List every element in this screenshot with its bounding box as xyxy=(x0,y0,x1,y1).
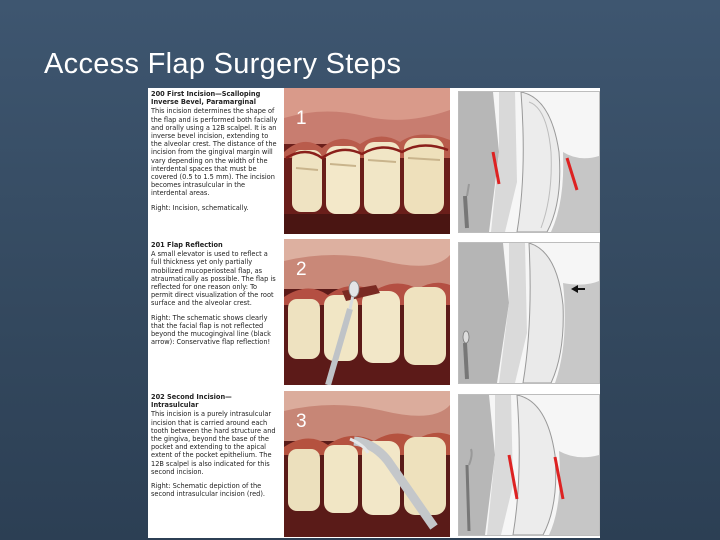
step-1-number: 1 xyxy=(296,108,307,129)
step-3-number: 3 xyxy=(296,411,307,432)
step-3-section: 202 Second Incision—Intrasulcular This i… xyxy=(148,391,600,538)
step-2-heading: 201 Flap Reflection xyxy=(151,241,223,249)
step-2-body: A small elevator is used to reflect a fu… xyxy=(151,250,276,308)
step-1-body: This incision determines the shape of th… xyxy=(151,107,278,198)
step-3-photo xyxy=(284,391,450,537)
step-3-text: 202 Second Incision—Intrasulcular This i… xyxy=(151,393,279,498)
step-1-heading: 200 First Incision—Scalloping Inverse Be… xyxy=(151,90,261,107)
step-1-photo xyxy=(284,88,450,234)
step-2-photo xyxy=(284,239,450,385)
step-1-caption: Right: Incision, schematically. xyxy=(151,203,249,212)
step-1-schematic xyxy=(458,91,600,233)
step-2-section: 201 Flap Reflection A small elevator is … xyxy=(148,239,600,389)
step-3-schematic xyxy=(458,394,600,536)
step-3-caption: Right: Schematic depiction of the second… xyxy=(151,482,265,499)
step-3-heading: 202 Second Incision—Intrasulcular xyxy=(151,393,232,410)
step-1-text: 200 First Incision—Scalloping Inverse Be… xyxy=(151,90,279,212)
step-1-section: 200 First Incision—Scalloping Inverse Be… xyxy=(148,88,600,238)
step-2-schematic xyxy=(458,242,600,384)
step-2-caption: Right: The schematic shows clearly that … xyxy=(151,313,271,347)
textbook-page: 200 First Incision—Scalloping Inverse Be… xyxy=(148,88,600,538)
step-2-text: 201 Flap Reflection A small elevator is … xyxy=(151,241,279,346)
step-2-number: 2 xyxy=(296,259,307,280)
slide-title: Access Flap Surgery Steps xyxy=(44,48,402,80)
step-3-body: This incision is a purely intrasulcular … xyxy=(151,410,276,476)
